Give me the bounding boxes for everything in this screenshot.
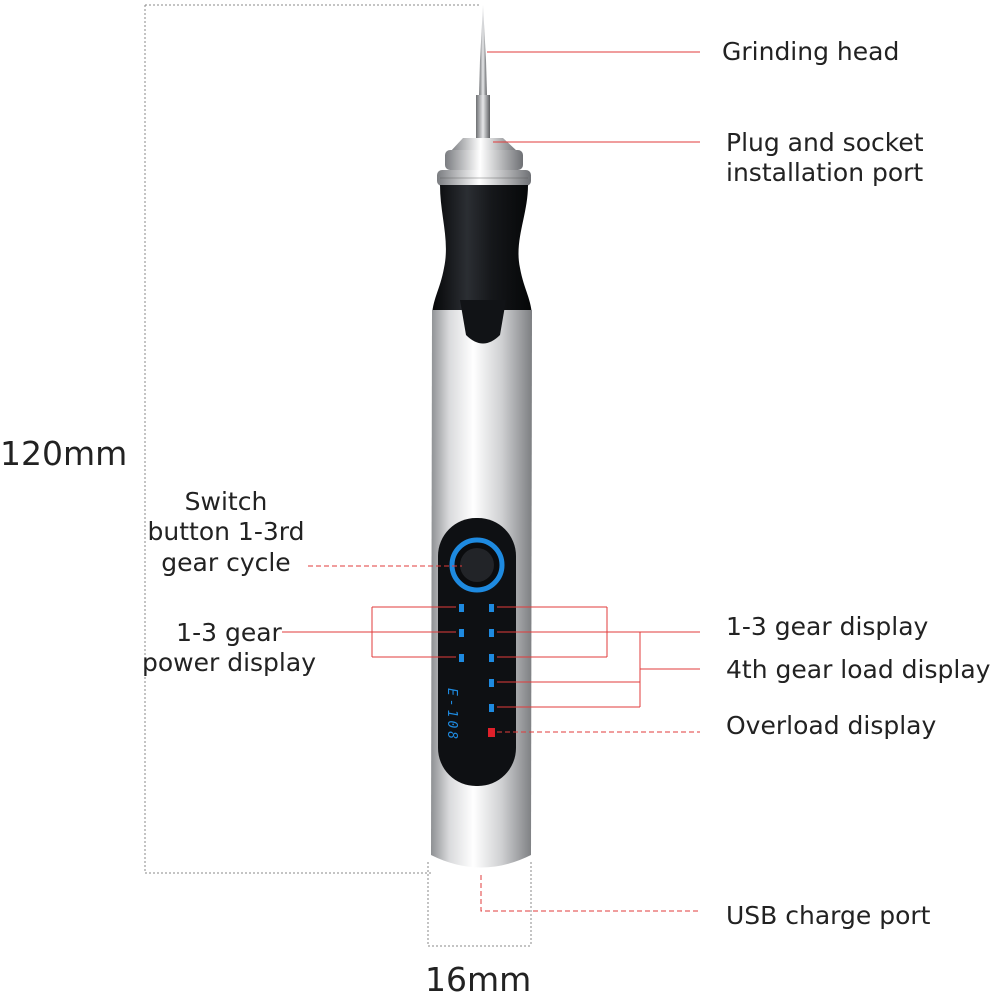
gear-led-2 <box>489 629 494 637</box>
label-plug-socket-line2: installation port <box>726 158 924 187</box>
label-usb-port: USB charge port <box>726 901 931 930</box>
model-text: E-108 <box>444 688 459 742</box>
leader-lines <box>282 51 700 912</box>
control-panel <box>438 518 516 786</box>
collet-nut <box>437 138 531 186</box>
height-dimension-label: 120mm <box>0 434 128 473</box>
grinding-head <box>476 5 490 140</box>
overload-led <box>488 728 495 737</box>
grip-notch <box>460 300 506 344</box>
power-led-2 <box>459 629 464 637</box>
gear-led-1 <box>489 604 494 612</box>
label-plug-socket-line1: Plug and socket <box>726 128 924 157</box>
switch-button[interactable] <box>449 537 505 593</box>
height-dimension-box <box>144 4 480 874</box>
width-dimension-label: 16mm <box>425 960 532 999</box>
power-led-1 <box>459 604 464 612</box>
label-switch-line3: gear cycle <box>161 548 291 577</box>
grip-section <box>432 185 532 318</box>
label-overload-display: Overload display <box>726 711 937 740</box>
gear-led-5 <box>489 704 494 712</box>
label-power-line1: 1-3 gear <box>176 618 282 647</box>
gear-led-4 <box>489 679 494 687</box>
label-grinding-head: Grinding head <box>722 37 900 66</box>
indicator-leds <box>459 604 495 737</box>
width-dimension-box <box>427 862 532 947</box>
label-switch-line1: Switch <box>184 487 268 516</box>
label-load-display: 4th gear load display <box>726 655 991 684</box>
power-led-3 <box>459 654 464 662</box>
gear-led-3 <box>489 654 494 662</box>
label-gear-display: 1-3 gear display <box>726 612 929 641</box>
label-switch-line2: button 1-3rd <box>147 517 305 546</box>
label-power-line2: power display <box>142 648 316 677</box>
leader-usb <box>480 875 700 912</box>
